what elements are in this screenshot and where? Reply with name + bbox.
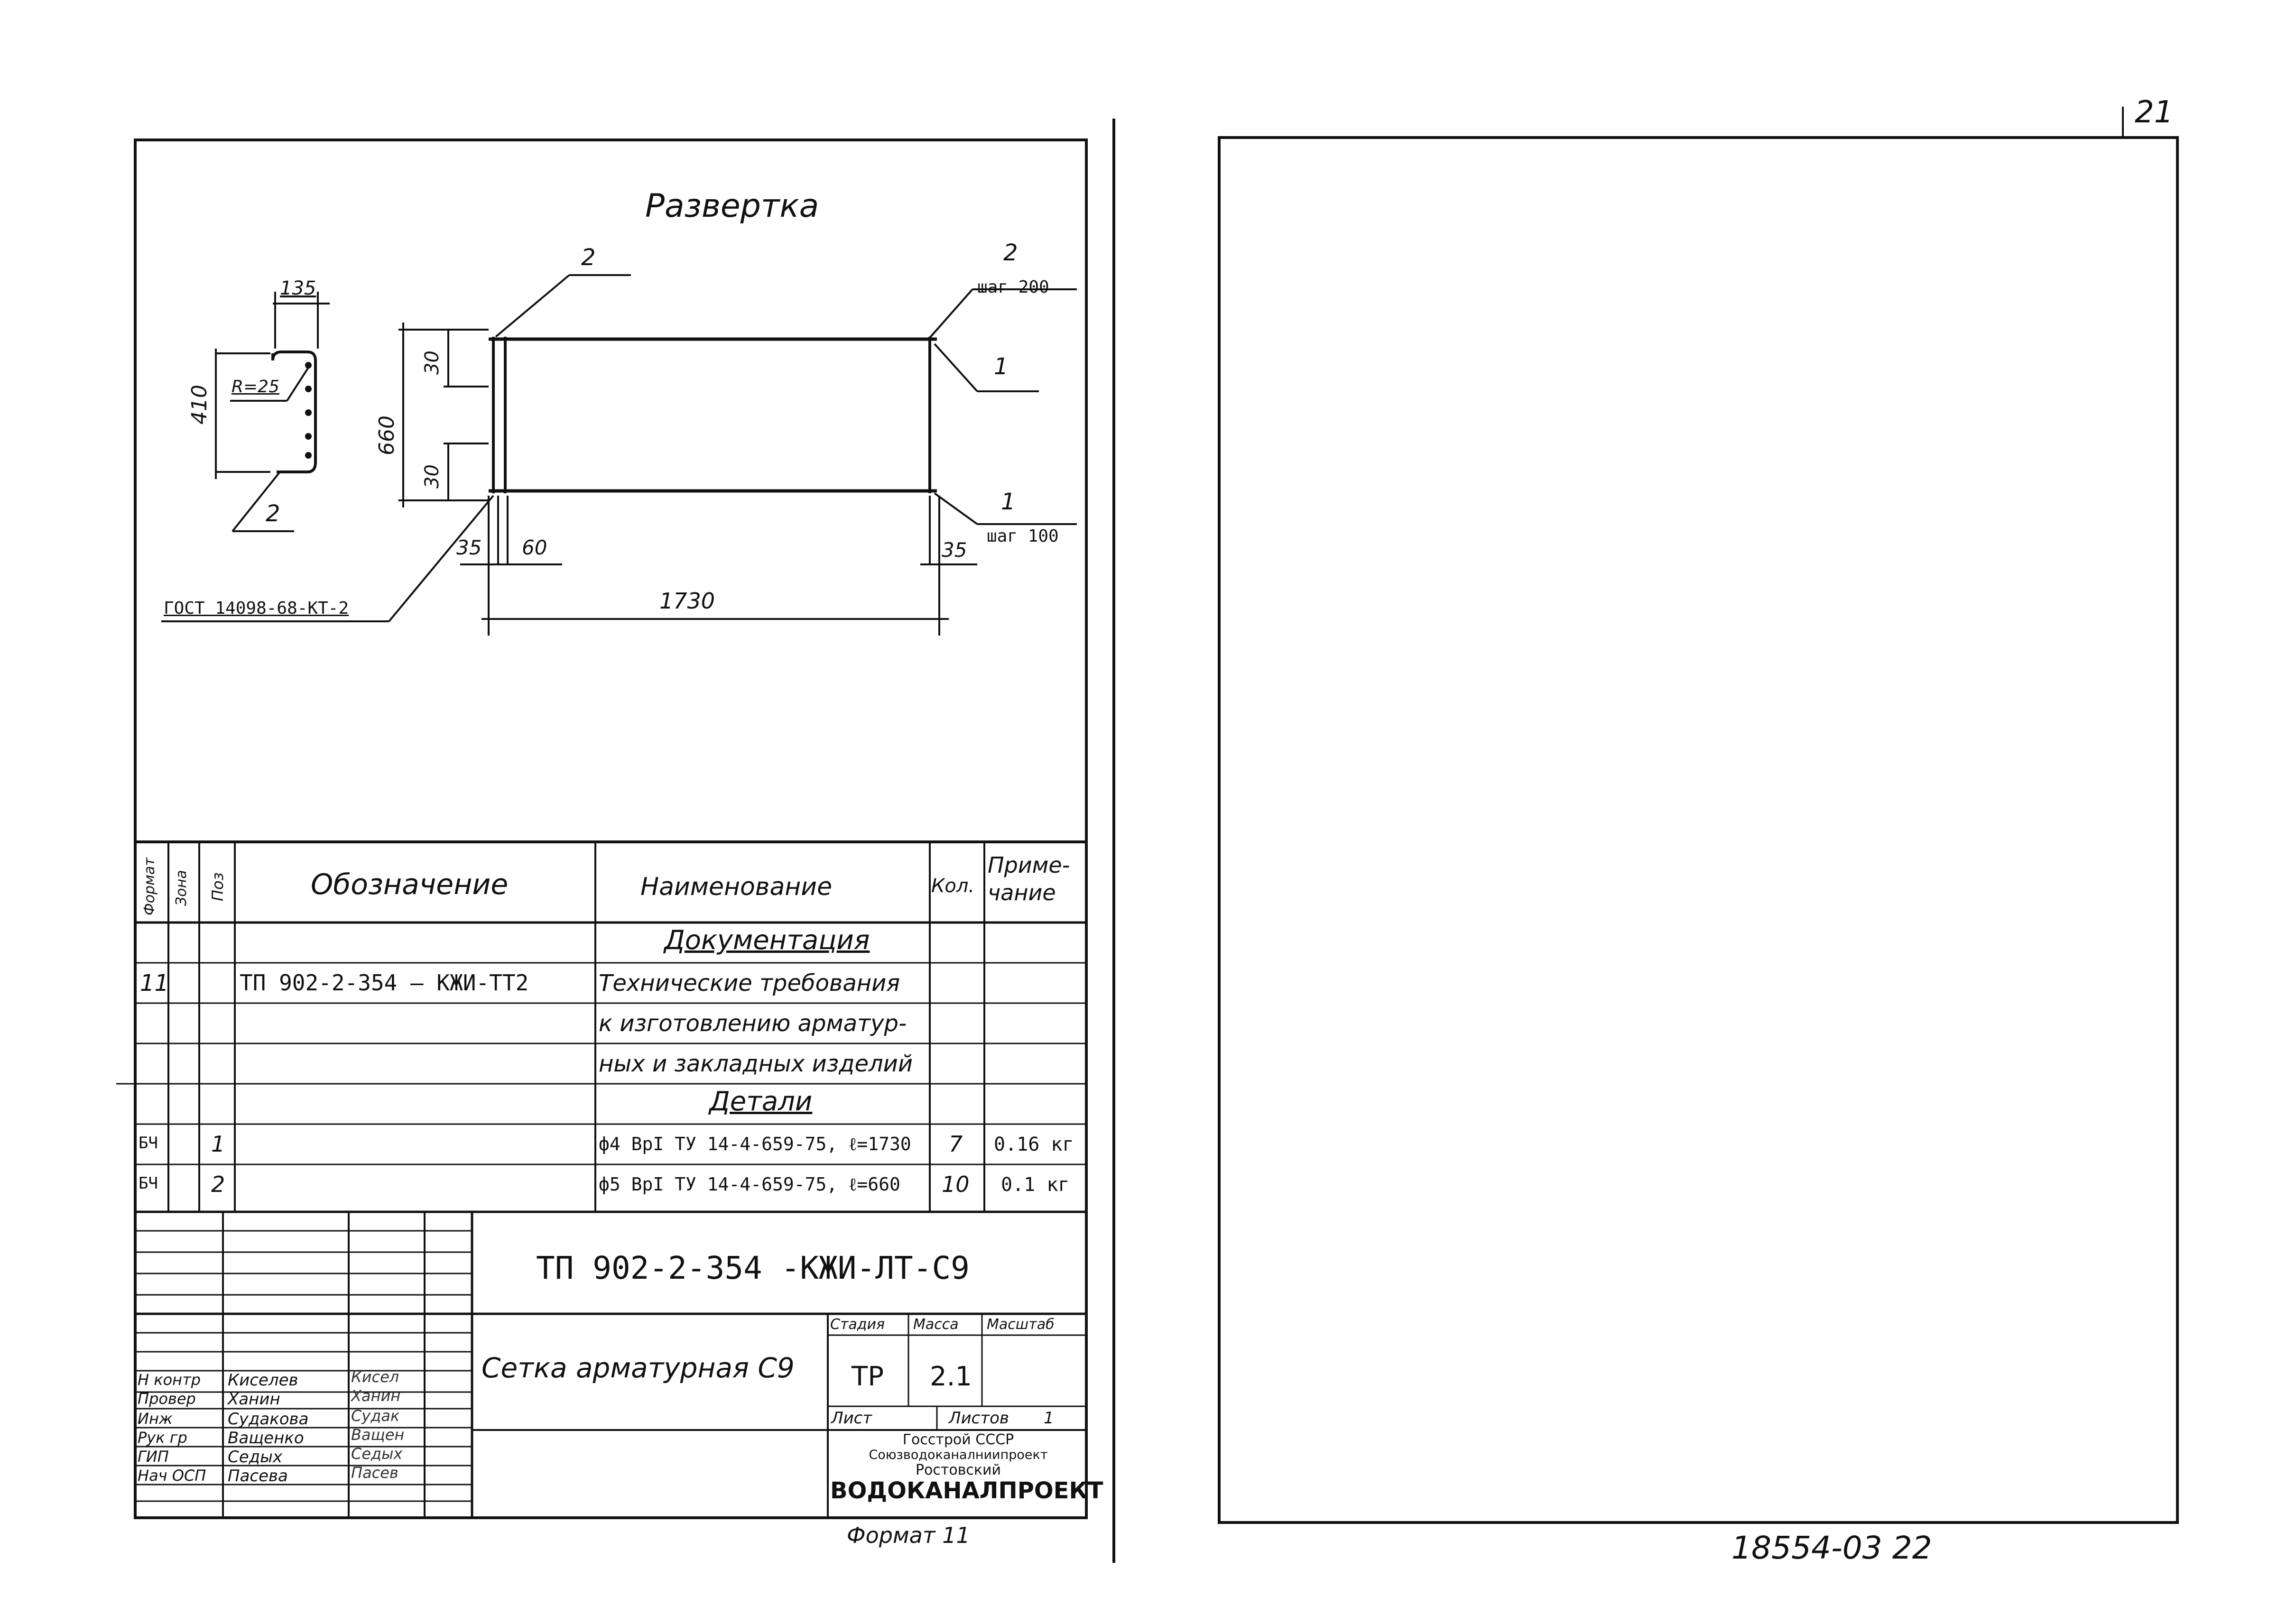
header-designation: Обозначение (311, 868, 509, 901)
org-line4: ВОДОКАНАЛПРОЕКТ (830, 1477, 1103, 1504)
staff-sign-2: Ханин (351, 1387, 401, 1405)
row5-name: ф5 ВрI ТУ 14-4-659-75, ℓ=660 (599, 1174, 900, 1195)
dim-135: 135 (280, 277, 316, 299)
doc-code: ТП 902-2-354 -КЖИ-ЛТ-С9 (536, 1250, 970, 1286)
dim-30-bottom: 30 (421, 464, 443, 489)
staff-name-5: Седых (228, 1448, 283, 1467)
staff-name-3: Судакова (228, 1410, 309, 1429)
staff-sign-3: Судак (351, 1407, 400, 1425)
row3-name: ных и закладных изделий (599, 1051, 913, 1077)
staff-name-1: Киселев (228, 1371, 298, 1390)
dim-35-right: 35 (942, 538, 967, 562)
row5-format: БЧ (139, 1174, 158, 1193)
staff-role-3: Инж (138, 1410, 173, 1428)
callout-right-pos1-lower: 1 (1001, 489, 1016, 515)
staff-role-1: Н контр (138, 1371, 201, 1389)
row4-name: ф4 ВрI ТУ 14-4-659-75, ℓ=1730 (599, 1134, 911, 1154)
section-documentation: Документация (664, 925, 870, 956)
row2-name: к изготовлению арматур- (599, 1010, 907, 1037)
title-block-grid (135, 1212, 1086, 1518)
dim-60: 60 (522, 536, 547, 559)
scale-label: Масштаб (987, 1316, 1055, 1333)
item-name: Сетка арматурная С9 (481, 1352, 795, 1384)
dim-35-left: 35 (456, 536, 482, 559)
staff-role-5: ГИП (138, 1448, 169, 1466)
row5-qty: 10 (942, 1172, 970, 1197)
row1-designation: ТП 902-2-354 – КЖИ-ТТ2 (240, 970, 529, 996)
staff-sign-5: Седых (351, 1445, 403, 1463)
row4-note: 0.16 кг (994, 1134, 1074, 1155)
org-line2: Союзводоканалниипроект (869, 1448, 1048, 1462)
staff-sign-4: Ващен (351, 1426, 405, 1444)
staff-sign-1: Кисел (351, 1368, 399, 1386)
row1-format: 11 (140, 970, 169, 997)
mesh-plan (161, 274, 1077, 636)
callout-left-pos2: 2 (266, 500, 280, 527)
stage-value: ТР (852, 1361, 884, 1392)
format-label: Формат 11 (847, 1522, 970, 1548)
left-sheet-frame (134, 138, 1088, 1519)
dim-660: 660 (375, 415, 399, 455)
mass-label: Масса (913, 1316, 959, 1333)
row4-format: БЧ (139, 1134, 158, 1153)
org-line1: Госстрой СССР (902, 1431, 1014, 1448)
org-block: Госстрой СССР Союзводоканалниипроект Рос… (830, 1431, 1103, 1504)
row5-pos: 2 (211, 1172, 225, 1197)
row4-qty: 7 (949, 1131, 963, 1157)
stage-label: Стадия (830, 1316, 885, 1333)
dim-r25: R=25 (231, 377, 279, 397)
row1-name: Технические требования (599, 970, 900, 997)
mass-value: 2.1 (930, 1361, 972, 1392)
staff-name-2: Ханин (228, 1390, 280, 1409)
right-sheet-frame (1218, 136, 2179, 1524)
callout-gost: ГОСТ 14098-68-КТ-2 (164, 599, 349, 618)
row4-pos: 1 (211, 1131, 225, 1157)
bottom-code: 18554-03 22 (1731, 1530, 1932, 1566)
drawing-title: Развертка (645, 187, 819, 225)
header-format: Формат (141, 858, 158, 915)
staff-sign-6: Пасев (351, 1464, 398, 1482)
dim-30-top: 30 (421, 351, 443, 375)
header-qty: Кол. (931, 875, 975, 897)
org-line3: Ростовский (915, 1462, 1001, 1478)
staff-role-6: Нач ОСП (138, 1467, 206, 1485)
callout-step-200: шаг 200 (977, 277, 1049, 297)
dim-1730: 1730 (659, 588, 715, 614)
header-name: Наименование (640, 873, 833, 901)
row5-note: 0.1 кг (1001, 1174, 1070, 1196)
dim-410: 410 (187, 385, 212, 424)
callout-right-pos2: 2 (1003, 240, 1018, 266)
callout-right-pos1-upper: 1 (994, 353, 1009, 380)
staff-role-2: Провер (138, 1390, 196, 1408)
header-pos: Поз (209, 872, 227, 901)
section-details: Детали (709, 1086, 813, 1117)
sheets-label: Листов (949, 1409, 1009, 1428)
sheets-value: 1 (1044, 1409, 1054, 1428)
callout-top-pos2: 2 (581, 244, 596, 271)
callout-step-100: шаг 100 (987, 526, 1059, 546)
spec-table-grid (116, 840, 1086, 1213)
page-number: 21 (2135, 95, 2174, 130)
staff-name-4: Ващенко (228, 1429, 304, 1448)
profile-detail (215, 292, 330, 532)
staff-role-4: Рук гр (138, 1429, 187, 1447)
header-zone: Зона (173, 870, 190, 906)
header-note: Приме-чание (988, 852, 1070, 905)
staff-name-6: Пасева (228, 1467, 288, 1486)
sheet-label: Лист (831, 1409, 872, 1428)
